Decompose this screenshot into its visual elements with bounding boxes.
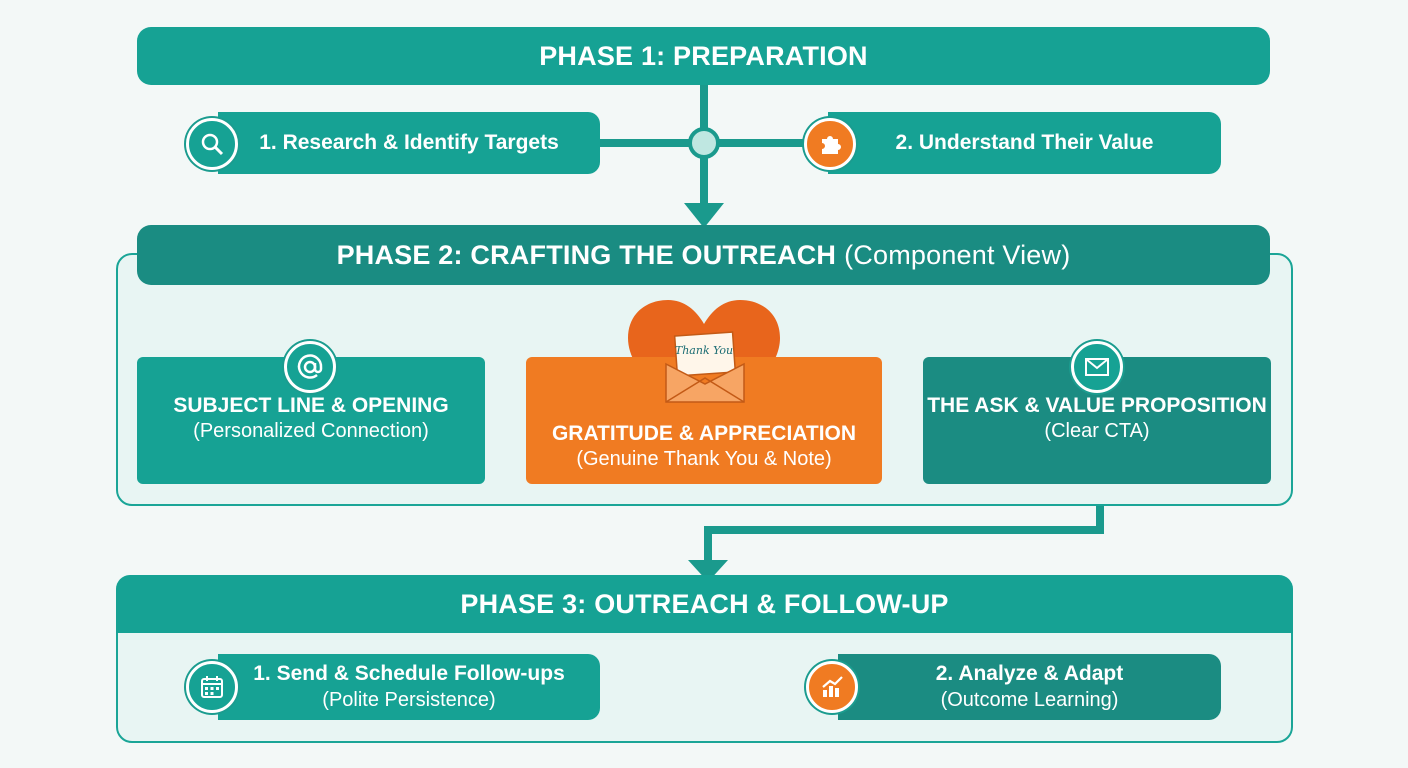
component-3-title: THE ASK & VALUE PROPOSITION	[927, 393, 1267, 417]
component-3-subtitle: (Clear CTA)	[1044, 420, 1150, 442]
heart-envelope-icon: Thank You	[665, 331, 745, 403]
calendar-icon	[186, 661, 238, 713]
component-2-subtitle: (Genuine Thank You & Note)	[576, 448, 832, 470]
phase3-step-2-subtitle: (Outcome Learning)	[940, 688, 1119, 711]
phase3-step-2: 2. Analyze & Adapt (Outcome Learning)	[838, 654, 1221, 720]
phase1-step-2: 2. Understand Their Value	[828, 112, 1221, 174]
junction-node-1	[688, 127, 720, 159]
phase3-step-2-label: 2. Analyze & Adapt	[935, 662, 1124, 686]
puzzle-icon	[804, 118, 856, 170]
envelope-icon	[1071, 341, 1123, 393]
chart-icon	[806, 661, 858, 713]
phase3-step-1: 1. Send & Schedule Follow-ups (Polite Pe…	[218, 654, 600, 720]
at-sign-icon	[284, 341, 336, 393]
phase1-step-2-label: 2. Understand Their Value	[895, 130, 1154, 154]
phase1-step-1-label: 1. Research & Identify Targets	[259, 130, 559, 154]
phase3-title: PHASE 3: OUTREACH & FOLLOW-UP	[460, 588, 949, 619]
search-icon	[186, 118, 238, 170]
phase1-header: PHASE 1: PREPARATION	[137, 27, 1270, 85]
component-2-title: GRATITUDE & APPRECIATION	[551, 421, 857, 445]
phase3-header: PHASE 3: OUTREACH & FOLLOW-UP	[116, 575, 1293, 633]
phase2-title: PHASE 2: CRAFTING THE OUTREACH	[336, 239, 837, 270]
arrow-down-1	[684, 203, 724, 228]
component-subject-line: SUBJECT LINE & OPENING (Personalized Con…	[137, 357, 485, 484]
thank-you-note-text: Thank You	[675, 344, 733, 357]
phase2-header: PHASE 2: CRAFTING THE OUTREACH (Componen…	[137, 225, 1270, 285]
arrow-down-2	[688, 560, 728, 582]
component-1-subtitle: (Personalized Connection)	[193, 420, 429, 442]
component-1-title: SUBJECT LINE & OPENING	[173, 393, 449, 417]
phase3-step-1-subtitle: (Polite Persistence)	[322, 688, 496, 711]
phase2-title-suffix: (Component View)	[844, 239, 1071, 270]
phase1-step-1: 1. Research & Identify Targets	[218, 112, 600, 174]
phase1-title: PHASE 1: PREPARATION	[539, 40, 868, 71]
phase3-step-1-label: 1. Send & Schedule Follow-ups	[253, 662, 565, 686]
